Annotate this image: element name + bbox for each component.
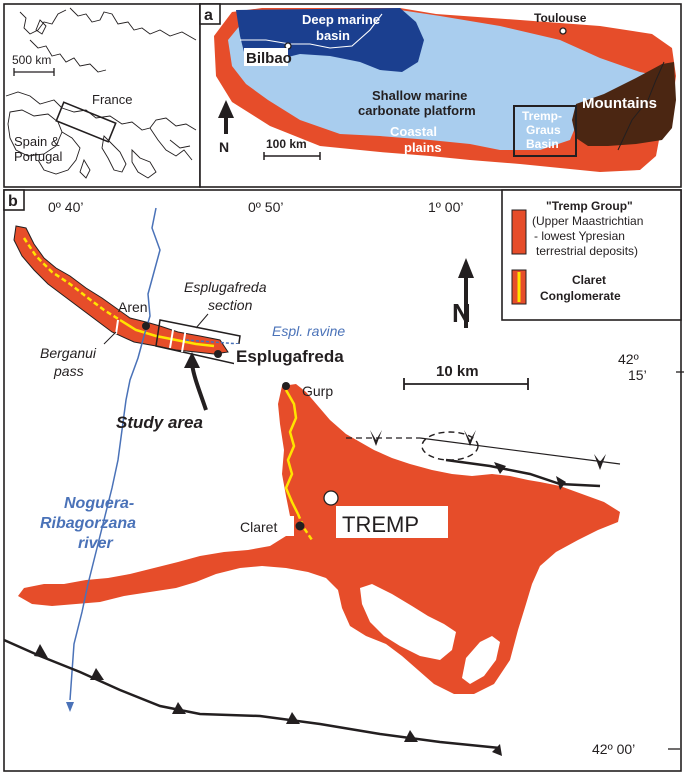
river-label-1: Noguera- bbox=[64, 495, 134, 512]
esplugafreda-label-bg bbox=[234, 344, 350, 366]
inset-scale-label: 500 km bbox=[12, 53, 51, 67]
legend-claret-line1: Claret bbox=[572, 273, 606, 287]
lat-label-1b: 15’ bbox=[628, 367, 647, 383]
tremp-marker bbox=[323, 490, 339, 506]
claret-marker bbox=[295, 521, 305, 531]
toulouse-label: Toulouse bbox=[534, 11, 587, 25]
legend-claret-line2: Conglomerate bbox=[540, 289, 621, 303]
gurp-label: Gurp bbox=[302, 383, 333, 399]
mountains-area bbox=[572, 62, 676, 146]
legend-tremp-line2: - lowest Ypresian bbox=[534, 229, 625, 243]
claret-label-bg bbox=[238, 516, 294, 536]
panel-b-letter-box bbox=[3, 189, 25, 211]
thrust-fault-south bbox=[3, 638, 501, 750]
lon-label-1: 0º 40’ bbox=[48, 199, 83, 215]
study-area-label: Study area bbox=[116, 413, 203, 432]
legend-tremp-title: "Tremp Group" bbox=[546, 199, 633, 213]
panel-b-scale-label: 10 km bbox=[436, 363, 479, 380]
esplugafreda-section-label-1: Esplugafreda bbox=[184, 279, 267, 295]
tremp-group-main bbox=[18, 384, 620, 694]
inset-label-france: France bbox=[92, 92, 132, 107]
lon-label-3: 1º 00’ bbox=[428, 199, 463, 215]
claret-label: Claret bbox=[240, 519, 277, 535]
legend-tremp-line1: (Upper Maastrichtian bbox=[532, 214, 643, 228]
panel-b: b 0º 40’ 0º 50’ 1º 00’ 42º 15’ 42º 00’ "… bbox=[3, 189, 684, 772]
legend-swatch-tremp-group bbox=[511, 209, 527, 255]
lon-label-2: 0º 50’ bbox=[248, 199, 283, 215]
panel-a: 500 km France Spain & Portugal a Deep ma… bbox=[3, 3, 682, 188]
legend-box bbox=[501, 189, 682, 321]
tremp-inlier-1 bbox=[360, 584, 456, 660]
bilbao-label-bg bbox=[244, 48, 288, 66]
claret-conglomerate-main bbox=[284, 389, 300, 515]
coastal-label-1: Coastal bbox=[390, 124, 437, 139]
panel-a-letter-box bbox=[199, 3, 221, 25]
gurp-marker bbox=[282, 382, 290, 390]
panel-a-scale-label: 100 km bbox=[266, 137, 307, 151]
aren-label: Aren bbox=[118, 299, 148, 315]
tremp-label-bg bbox=[336, 506, 448, 538]
esplugafreda-marker bbox=[214, 350, 222, 358]
shallow-label-2: carbonate platform bbox=[358, 103, 476, 118]
shallow-label-1: Shallow marine bbox=[372, 88, 467, 103]
panel-a-north-arrow-icon bbox=[218, 100, 234, 134]
toulouse-marker bbox=[559, 27, 567, 35]
panel-b-north-label: N bbox=[452, 298, 471, 328]
tremp-label: TREMP bbox=[342, 512, 419, 537]
inset-label-portugal: Portugal bbox=[14, 149, 63, 164]
berganui-label-1: Berganui bbox=[40, 345, 97, 361]
tremp-graus-basin-box bbox=[513, 105, 577, 157]
esplugafreda-label: Esplugafreda bbox=[236, 347, 344, 366]
deep-marine-label-1: Deep marine bbox=[302, 12, 380, 27]
river-label-3: river bbox=[78, 535, 113, 552]
panel-a-letter: a bbox=[204, 7, 213, 24]
thrust-fault-north bbox=[445, 458, 601, 488]
tremp-label-2: Graus bbox=[526, 123, 561, 137]
coastal-label-2: plains bbox=[404, 140, 442, 155]
lat-label-1a: 42º bbox=[618, 351, 639, 367]
noguera-ribagorzana-river bbox=[69, 207, 161, 701]
tremp-label-3: Basin bbox=[526, 137, 559, 151]
panel-b-north-arrow-icon bbox=[458, 258, 474, 328]
inset-label-spain: Spain & bbox=[14, 134, 60, 149]
mountains-label: Mountains bbox=[582, 95, 657, 112]
panel-a-north-label: N bbox=[219, 139, 229, 155]
bilbao-label: Bilbao bbox=[246, 50, 292, 67]
tremp-label-1: Tremp- bbox=[522, 109, 562, 123]
inset-study-box bbox=[55, 101, 117, 143]
claret-conglomerate-nw bbox=[22, 237, 121, 322]
espl-ravine-label: Espl. ravine bbox=[272, 323, 345, 339]
aren-marker bbox=[142, 322, 150, 330]
panel-b-letter: b bbox=[8, 193, 18, 210]
deep-marine-label-2: basin bbox=[316, 28, 350, 43]
lat-label-2: 42º 00’ bbox=[592, 741, 635, 757]
berganui-label-2: pass bbox=[53, 363, 84, 379]
river-label-2: Ribagorzana bbox=[40, 515, 136, 532]
tremp-inlier-2 bbox=[462, 636, 500, 684]
esplugafreda-section-label-2: section bbox=[208, 297, 253, 313]
legend-tremp-line3: terrestrial deposits) bbox=[536, 244, 638, 258]
esplugafreda-ravine-line bbox=[185, 339, 241, 345]
